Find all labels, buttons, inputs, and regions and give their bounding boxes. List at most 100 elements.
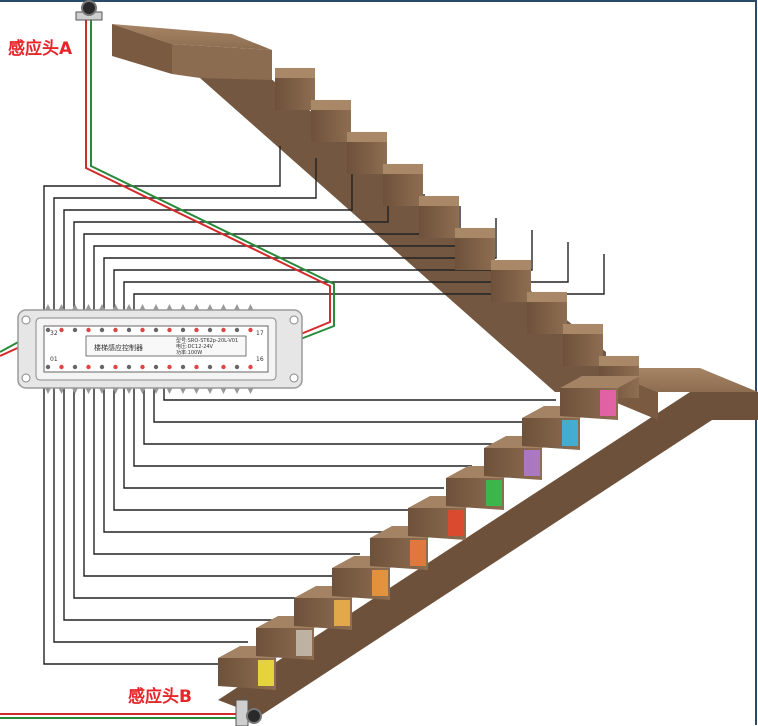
terminal-tab-bottom: [234, 388, 240, 394]
wires-lower-bundle: [43, 388, 556, 665]
terminal-pin-bottom: [221, 364, 226, 370]
wire-lower: [83, 388, 332, 577]
terminal-tab-top: [234, 304, 240, 310]
wire-upper: [93, 206, 461, 310]
terminal-tab-top: [112, 304, 119, 310]
upper-step-tread: [275, 68, 315, 78]
sensor-a-cable-red: [85, 20, 331, 337]
upper-step-riser: [311, 110, 351, 142]
wire-lower: [163, 388, 556, 401]
terminal-tab-bottom: [207, 388, 213, 394]
wire-upper: [53, 158, 317, 310]
wire-lower: [103, 388, 388, 533]
lower-step-light-strip: [524, 450, 540, 476]
lower-step-light-strip: [562, 420, 578, 446]
upper-step-tread: [563, 324, 603, 334]
terminal-pin-bottom: [234, 364, 240, 370]
wire-upper: [113, 230, 533, 310]
upper-step-tread: [599, 356, 639, 366]
controller-corner-top-left: 32: [50, 330, 58, 337]
terminal-tab-bottom: [126, 388, 132, 394]
wire-upper: [133, 254, 605, 310]
wire-lower: [73, 388, 304, 599]
wire-lower: [113, 388, 416, 511]
wire-lower: [63, 388, 276, 621]
terminal-pin-top: [180, 327, 186, 333]
wires-upper-bundle: [43, 146, 605, 310]
terminal-pin-top: [140, 327, 145, 333]
terminal-pin-top: [207, 327, 213, 333]
upper-step-riser: [419, 206, 459, 238]
upper-flight-steps: [275, 68, 639, 398]
terminal-tab-bottom: [72, 388, 78, 394]
upper-step-tread: [491, 260, 531, 270]
terminal-pin-bottom: [113, 364, 118, 370]
upper-step-riser: [527, 302, 567, 334]
upper-step-tread: [347, 132, 387, 142]
mount-hole: [21, 373, 31, 383]
terminal-tab-top: [220, 304, 227, 310]
controller-terminals: [45, 304, 254, 394]
controller-box: [17, 304, 303, 394]
terminal-pin-bottom: [207, 364, 213, 370]
terminal-pin-bottom: [194, 364, 199, 370]
controller-spec-power: 功率:100W: [176, 350, 203, 356]
terminal-pin-bottom: [140, 364, 145, 370]
terminal-pin-top: [86, 327, 91, 333]
wire-upper: [103, 218, 497, 310]
controller-name: 楼梯感应控制器: [94, 344, 143, 352]
mount-hole: [21, 315, 31, 325]
terminal-tab-bottom: [99, 388, 105, 394]
terminal-tab-top: [180, 304, 186, 310]
wire-lower: [43, 388, 220, 665]
terminal-pin-top: [72, 327, 78, 333]
terminal-pin-top: [113, 327, 118, 333]
lower-step-light-strip: [410, 540, 426, 566]
lower-step-light-strip: [486, 480, 502, 506]
wire-lower: [143, 388, 500, 445]
lower-step-light-strip: [372, 570, 388, 596]
terminal-tab-bottom: [220, 388, 227, 394]
terminal-pin-top: [234, 327, 240, 333]
terminal-tab-top: [99, 304, 105, 310]
terminal-tab-top: [193, 304, 200, 310]
controller-corner-top-right: 17: [256, 330, 264, 337]
lower-step-light-strip: [600, 390, 616, 416]
lower-step-light-strip: [258, 660, 274, 686]
mid-landing: [600, 368, 758, 392]
wire-lower: [53, 388, 248, 643]
upper-step-riser: [347, 142, 387, 174]
terminal-pin-bottom: [59, 364, 64, 370]
upper-step-tread: [311, 100, 351, 110]
upper-step-riser: [455, 238, 495, 270]
terminal-pin-top: [45, 327, 51, 333]
terminal-pin-top: [126, 327, 132, 333]
terminal-tab-bottom: [180, 388, 186, 394]
controller-corner-bottom-right: 16: [256, 356, 264, 363]
upper-landing-side: [172, 44, 272, 80]
terminal-tab-top: [153, 304, 159, 310]
lower-step-tread: [560, 376, 640, 388]
terminal-pin-bottom: [72, 364, 78, 370]
terminal-pin-bottom: [86, 364, 91, 370]
terminal-tab-bottom: [139, 388, 146, 394]
lower-stringer: [218, 392, 758, 716]
wire-upper: [43, 146, 281, 310]
terminal-tab-bottom: [85, 388, 92, 394]
controller-mount-holes: [21, 315, 299, 383]
terminal-pin-bottom: [180, 364, 186, 370]
upper-step-tread: [383, 164, 423, 174]
terminal-pin-bottom: [45, 364, 51, 370]
terminal-tab-bottom: [58, 388, 65, 394]
terminal-tab-top: [45, 304, 51, 310]
upper-step-riser: [491, 270, 531, 302]
mount-hole: [289, 315, 299, 325]
terminal-tab-bottom: [247, 388, 254, 394]
terminal-pin-top: [221, 327, 226, 333]
sensor-b-label: 感应头B: [128, 687, 192, 707]
terminal-tab-top: [247, 304, 254, 310]
lower-step-light-strip: [448, 510, 464, 536]
